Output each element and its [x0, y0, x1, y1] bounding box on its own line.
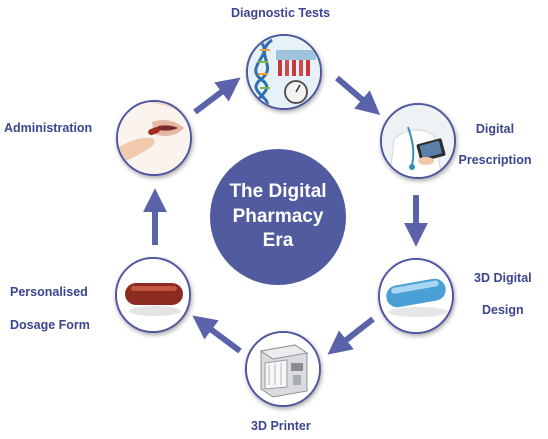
label-personalised-dosage-form: Personalised Dosage Form — [10, 276, 90, 342]
label-personalised-dosage-form-line-2: Dosage Form — [10, 318, 90, 332]
center-title-line-1: The Digital — [229, 180, 327, 202]
label-personalised-dosage-form-line-1: Personalised — [10, 285, 88, 299]
label-3d-printer: 3D Printer — [251, 420, 311, 433]
blue-capsule-icon — [378, 258, 454, 334]
dna-test-tubes-icon — [246, 34, 322, 110]
arrow-printer-to-dosage — [192, 315, 242, 354]
label-3d-printer-line-1: 3D Printer — [251, 419, 311, 433]
doctor-tablet-icon — [380, 103, 456, 179]
label-digital-prescription-line-2: Prescription — [458, 153, 532, 167]
label-3d-digital-design-line-2: Design — [481, 303, 524, 317]
arrow-design-to-printer — [327, 316, 375, 355]
center-title-line-3: Era — [262, 230, 294, 252]
label-3d-digital-design-line-1: 3D Digital — [474, 271, 532, 285]
label-3d-digital-design: 3D Digital Design — [474, 262, 532, 326]
label-diagnostic-tests-line-1: Diagnostic Tests — [231, 6, 331, 20]
arrow-administration-to-diagnostic — [193, 77, 241, 115]
pill-mouth-icon — [116, 100, 192, 176]
red-capsule-icon — [115, 257, 191, 333]
3d-printer-icon — [245, 331, 321, 407]
label-administration: Administration — [4, 122, 92, 135]
center-circle: The Digital Pharmacy Era — [210, 149, 346, 285]
center-title: The Digital Pharmacy Era — [223, 180, 333, 254]
label-digital-prescription: Digital Prescription — [450, 114, 540, 176]
label-digital-prescription-line-1: Digital — [475, 122, 515, 136]
label-diagnostic-tests: Diagnostic Tests — [231, 7, 330, 20]
label-administration-line-1: Administration — [4, 121, 93, 135]
center-title-line-2: Pharmacy — [232, 205, 324, 227]
arrow-diagnostic-to-prescription — [335, 75, 381, 116]
